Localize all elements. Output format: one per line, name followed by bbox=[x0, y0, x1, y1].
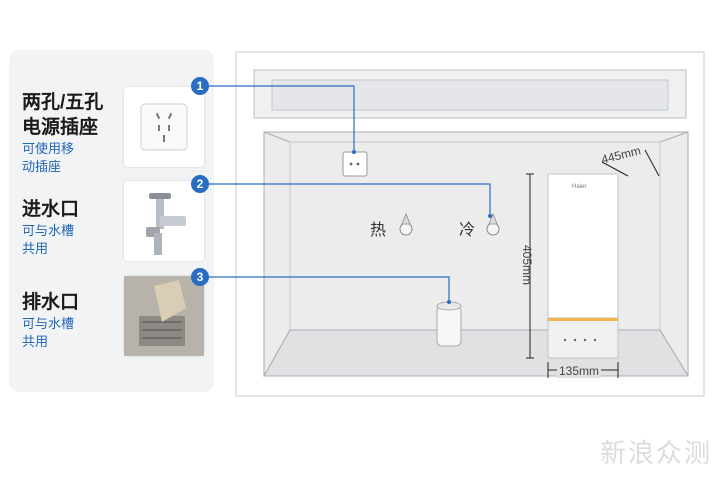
requirement-note: 共用 bbox=[22, 334, 49, 349]
cold-label: 冷 bbox=[459, 222, 476, 239]
valve-thumbnail bbox=[124, 181, 204, 261]
angle-valve-icon bbox=[146, 193, 186, 255]
marker-3: 3 bbox=[191, 268, 209, 286]
outlet-thumbnail bbox=[124, 87, 204, 167]
width-dimension: 135mm bbox=[557, 364, 602, 378]
drain-pipe bbox=[436, 305, 462, 347]
requirement-drain: 排水口 可与水槽 共用 bbox=[22, 290, 79, 351]
outlet-icon bbox=[140, 103, 188, 151]
floor-drain-icon bbox=[124, 276, 204, 356]
requirement-title: 进水口 bbox=[22, 199, 80, 220]
wall-outlet bbox=[342, 151, 368, 177]
hot-label: 热 bbox=[370, 222, 387, 239]
marker-1: 1 bbox=[191, 77, 209, 95]
requirement-note: 可使用移 bbox=[22, 141, 75, 156]
requirement-title: 电源插座 bbox=[22, 117, 99, 138]
cold-tap bbox=[486, 222, 500, 236]
requirement-title: 排水口 bbox=[22, 292, 80, 313]
watermark: 新浪众测 bbox=[599, 438, 712, 468]
requirement-title: 两孔/五孔 bbox=[22, 92, 104, 113]
marker-2: 2 bbox=[191, 175, 209, 193]
requirement-note: 共用 bbox=[22, 241, 49, 256]
device-brand: Haier bbox=[572, 184, 587, 190]
drain-thumbnail bbox=[124, 276, 204, 356]
requirement-water-inlet: 进水口 可与水槽 共用 bbox=[22, 197, 79, 258]
hot-tap bbox=[399, 222, 413, 236]
requirement-note: 动插座 bbox=[22, 159, 62, 174]
height-dimension: 405mm bbox=[520, 244, 535, 286]
requirement-power-outlet: 两孔/五孔 电源插座 可使用移 动插座 bbox=[22, 90, 103, 176]
requirement-note: 可与水槽 bbox=[22, 316, 75, 331]
requirement-note: 可与水槽 bbox=[22, 223, 75, 238]
